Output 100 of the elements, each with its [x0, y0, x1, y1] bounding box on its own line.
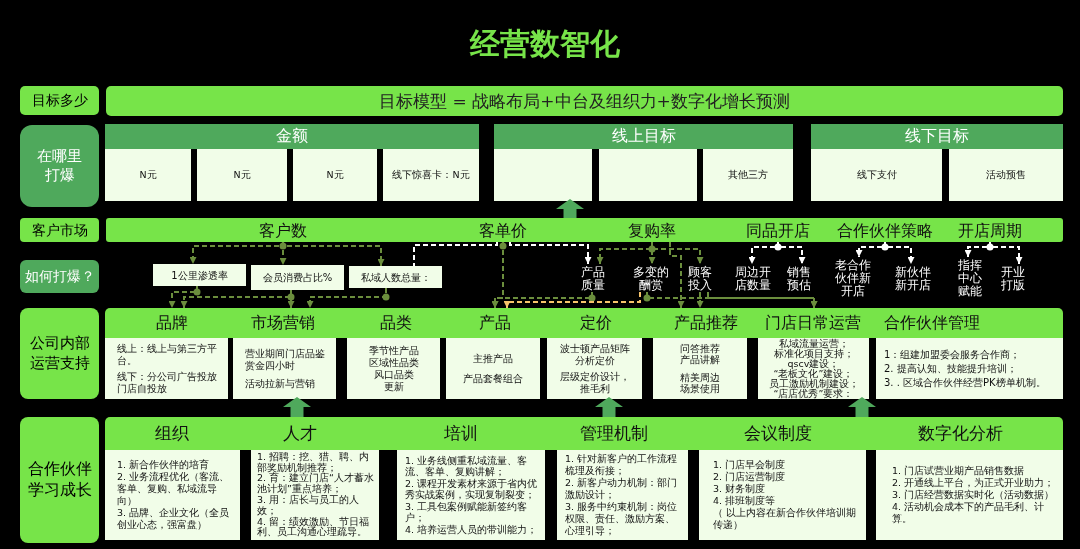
text-panel [105, 450, 240, 540]
label-text: 顾客投入 [687, 264, 713, 292]
list-item: 3. 服务中约束机制：岗位权限、责任、激励方案、心理引导； [565, 501, 679, 537]
list-item: 3. 工具包案例赋能新签约客户； [405, 500, 529, 524]
list-item: 2. 门店运营制度 [713, 471, 787, 483]
label-text: 会议制度 [744, 417, 812, 450]
text-panel [876, 338, 1063, 399]
block-arrow [595, 397, 623, 417]
row-header: 客户市场 [20, 218, 99, 242]
text-panel [699, 450, 866, 540]
list-item: 2. 育：建立门店“人才蓄水池计划”重点培养； [257, 473, 375, 495]
list-item: 问答推荐产品讲解 [680, 342, 720, 366]
list-item: 2. 业务流程优化（客流、客单、复购、私域流导向） [117, 471, 231, 507]
label-text: 管理机制 [580, 417, 648, 450]
list-item: 4. 培养运营人员的带训能力； [405, 523, 539, 536]
label-text: 同品开店 [746, 220, 810, 242]
label-text: 产品质量 [580, 264, 606, 292]
list-item: 精美周边场景使用 [680, 371, 720, 395]
text-panel [233, 338, 336, 399]
list-item: （ 以上内容在新合作伙伴培训期传递） [713, 507, 858, 531]
list-item: 1. 新合作伙伴的培育 [117, 459, 211, 471]
list-item: 波士顿产品矩阵分析定价 [558, 343, 631, 366]
list-item: 层级定价设计，推毛利 [558, 371, 631, 394]
label-text: 新伙伴新开店 [894, 264, 932, 292]
label-text: 合作伙伴策略 [837, 220, 933, 242]
list-item: 更新 [382, 380, 405, 393]
title-bar: 目标模型 = 战略布局+中台及组织力+数字化增长预测 [106, 86, 1063, 116]
dashed-line [413, 241, 498, 267]
text-panel [876, 450, 1063, 540]
text-panel [251, 450, 379, 540]
label-text: 人才 [283, 417, 317, 450]
block-arrow [556, 199, 584, 218]
label-text: 产品推荐 [674, 308, 738, 338]
header-band [106, 218, 1063, 242]
label-text: 复购率 [628, 220, 676, 242]
text-panel [347, 338, 440, 399]
dashed-arrow [669, 241, 685, 309]
text-box: N元 [105, 149, 191, 201]
dashed-arrow [306, 287, 387, 309]
text-panel [557, 450, 688, 540]
dashed-arrow [168, 285, 198, 309]
list-item: 区域性品类 [367, 356, 420, 369]
dashed-arrow [491, 291, 593, 309]
list-item: qscv建设； [787, 358, 840, 369]
row-header: 公司内部运营支持 [20, 308, 99, 399]
block-arrow [283, 397, 311, 417]
list-item: 2. 开通线上平台，为正式开业助力； [892, 477, 1056, 489]
label-text: 指挥中心赋能 [957, 257, 983, 298]
list-item: 4. 留：绩效激励、节日福利、员工沟通心理疏导。 [257, 516, 371, 539]
list-item: 标准化项目支持； [772, 348, 855, 359]
list-item: 2. 提高认知、技能提升培训； [884, 362, 1018, 375]
text-box: 线下惊喜卡：N元 [383, 149, 479, 201]
label-text: 数字化分析 [917, 417, 1003, 450]
list-item: 产品套餐组合 [462, 372, 524, 385]
list-item: 私域流量运营； [778, 338, 850, 349]
label-text: 定价 [580, 308, 612, 338]
list-item: “店店优秀”要求： [773, 388, 854, 399]
list-item: 线下：分公司广告投放门店自投放 [117, 370, 218, 395]
group-header: 金额 [105, 124, 479, 149]
label-text: 客户数 [259, 220, 307, 242]
text-panel [397, 450, 545, 540]
label-text: 周边开店数量 [734, 264, 772, 292]
list-item: 主推产品 [472, 352, 514, 365]
list-item: 1. 针对新客户的工作流程梳理及衔接； [565, 453, 679, 477]
text-panel [547, 338, 642, 399]
text-box: N元 [293, 149, 377, 201]
text-box: 私域人数总量： [349, 266, 442, 288]
list-item: 1：组建加盟委会服务合作商； [884, 348, 1022, 361]
label-text: 产品 [479, 308, 511, 338]
header-band [105, 308, 1063, 338]
group-header: 线上目标 [494, 124, 793, 149]
label-text: 合作伙伴管理 [884, 308, 980, 338]
list-item: 3. 门店经营数据实时化（活动数据） [892, 489, 1056, 501]
list-item: 线上：线上与第三方平台。 [117, 342, 218, 367]
text-panel [446, 338, 540, 399]
label-text: 多变的酬赏 [632, 264, 670, 292]
text-box: 1公里渗透率 [153, 264, 246, 286]
dashed-arrow [509, 241, 592, 265]
list-item: 2. 课程开发素材来源于省内优秀实战案例，实现复制裂变； [405, 477, 539, 501]
blank-box [599, 149, 697, 201]
label-text: 客单价 [479, 220, 527, 242]
list-item: 1. 业务线侧重私域流量、客流、客单、复购讲解； [405, 454, 529, 478]
row-header: 在哪里打爆 [20, 125, 99, 207]
list-item: 1. 门店试营业期产品销售数据 [892, 465, 1026, 477]
text-box: 活动预售 [949, 149, 1063, 201]
block-arrow [848, 397, 876, 417]
list-item: 活动拉新与营销 [245, 377, 316, 390]
label-text: 开业打版 [1000, 264, 1026, 292]
label-text: 品类 [380, 308, 412, 338]
label-text: 销售预估 [786, 264, 812, 292]
label-text: 开店周期 [958, 220, 1022, 242]
label-text: 市场营销 [251, 308, 315, 338]
list-item: “老板文化”建设； [772, 368, 855, 379]
list-item: 3. 财务制度 [713, 483, 767, 495]
text-panel [105, 338, 228, 399]
label-text: 组织 [155, 417, 189, 450]
list-item: 4. 活动机会成本下的产品毛利、计算。 [892, 501, 1046, 525]
label-text: 老合作伙伴新开店 [834, 257, 872, 298]
row-header: 目标多少 [20, 86, 99, 115]
dashed-arrow [287, 289, 295, 309]
